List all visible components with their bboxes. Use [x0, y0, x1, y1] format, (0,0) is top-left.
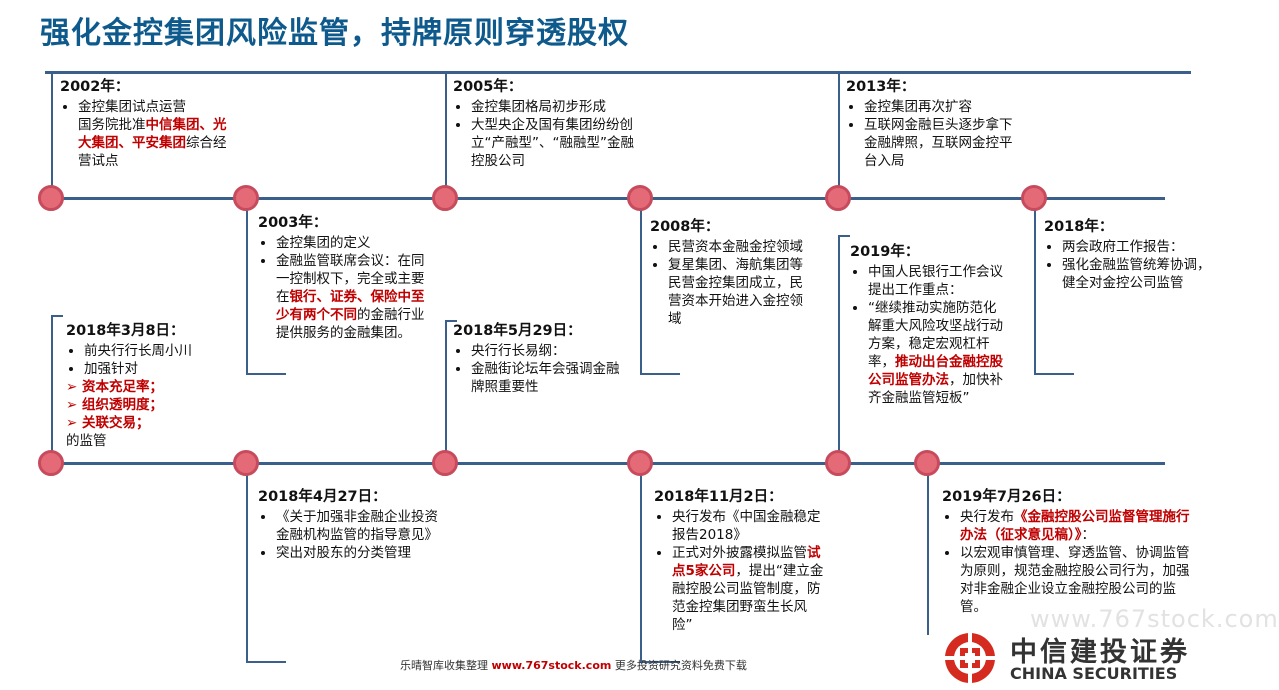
cap [838, 235, 850, 237]
event-bullet: 金控集团格局初步形成 [471, 98, 635, 116]
cap [246, 373, 286, 375]
timeline-dot [233, 450, 259, 476]
connector [927, 465, 929, 635]
connector [1034, 200, 1036, 375]
event-date: 2018年： [1044, 219, 1114, 235]
event-tail: 的监管 [66, 433, 107, 449]
event-bullet: 金控集团再次扩容 [864, 98, 1018, 116]
event-bullet: 金控集团试点运营 [78, 98, 230, 116]
event-bullet: 国务院批准中信集团、光大集团、平安集团综合经营试点 [78, 117, 227, 169]
event-bullet: 互联网金融巨头逐步拿下金融牌照，互联网金控平台入局 [864, 116, 1018, 170]
event-bullet: 央行行长易纲： [471, 342, 623, 360]
timeline-bottom [45, 462, 1165, 465]
footer: 乐晴智库收集整理 www.767stock.com 更多投资研究资料免费下载 [400, 659, 747, 672]
timeline-dot [825, 185, 851, 211]
event-bullet: 金融街论坛年会强调金融牌照重要性 [471, 360, 623, 396]
event-bullet: 金控集团的定义 [276, 234, 430, 252]
event-bullet: 以宏观审慎管理、穿透监管、协调监管为原则，规范金融控股公司行为，加强对非金融企业… [960, 544, 1192, 616]
event-date: 2002年： [60, 79, 130, 95]
page-title: 强化金控集团风险监管，持牌原则穿透股权 [40, 16, 629, 51]
connector [445, 320, 447, 463]
timeline-top [45, 71, 1191, 74]
timeline-dot [627, 450, 653, 476]
event-bullet: 前央行行长周小川 [84, 342, 236, 360]
event-2008: 2008年： 民营资本金融金控领域 复星集团、海航集团等民营金控集团成立，民营资… [650, 218, 810, 328]
citic-logo-icon [940, 630, 1000, 686]
connector [838, 235, 840, 463]
timeline-dot [1021, 185, 1047, 211]
event-bullet: 中国人民银行工作会议提出工作重点： [868, 263, 1008, 299]
timeline-mid [45, 197, 1165, 200]
connector [246, 465, 248, 663]
cap [1034, 373, 1074, 375]
timeline-dot [914, 450, 940, 476]
company-logo: 中信建投证券 CHINA SECURITIES [940, 630, 1240, 686]
connector [51, 71, 53, 199]
event-date: 2008年： [650, 219, 720, 235]
event-bullet: 复星集团、海航集团等民营金控集团成立，民营资本开始进入金控领域 [668, 256, 810, 328]
event-bullet: 正式对外披露模拟监管试点5家公司，提出“建立金融控股公司监管制度，防范金控集团野… [672, 544, 824, 634]
connector [640, 465, 642, 663]
connector [246, 200, 248, 375]
connector [51, 315, 53, 463]
timeline-dot [432, 450, 458, 476]
event-2018-03-08: 2018年3月8日： 前央行行长周小川 加强针对 ➢ 资本充足率； ➢ 组织透明… [66, 322, 236, 450]
event-date: 2018年4月27日： [258, 489, 387, 505]
event-date: 2019年7月26日： [942, 489, 1071, 505]
event-2018: 2018年： 两会政府工作报告： 强化金融监管统筹协调，健全对金控公司监管 [1044, 218, 1214, 292]
event-subpoint: ➢ 资本充足率； [66, 379, 164, 395]
event-subpoint: ➢ 关联交易； [66, 415, 150, 431]
event-bullet: 央行发布《金融控股公司监督管理施行办法（征求意见稿）》： [960, 508, 1192, 544]
event-2003: 2003年： 金控集团的定义 金融监管联席会议：在同一控制权下，完全或主要在银行… [258, 214, 430, 342]
event-2018-11-02: 2018年11月2日： 央行发布《中国金融稳定报告2018》 正式对外披露模拟监… [654, 488, 824, 634]
cap [246, 661, 286, 663]
event-2019-07-26: 2019年7月26日： 央行发布《金融控股公司监督管理施行办法（征求意见稿）》：… [942, 488, 1192, 616]
event-2018-05-29: 2018年5月29日： 央行行长易纲： 金融街论坛年会强调金融牌照重要性 [453, 322, 623, 396]
event-date: 2018年11月2日： [654, 489, 783, 505]
event-date: 2003年： [258, 215, 328, 231]
timeline-dot [38, 185, 64, 211]
connector [445, 71, 447, 199]
event-bullet: 两会政府工作报告： [1062, 238, 1214, 256]
event-subpoint: ➢ 组织透明度； [66, 397, 164, 413]
logo-text-cn: 中信建投证券 [1010, 637, 1190, 668]
cap [51, 315, 63, 317]
event-bullet: 《关于加强非金融企业投资金融机构监管的指导意见》 [276, 508, 443, 544]
event-bullet: 央行发布《中国金融稳定报告2018》 [672, 508, 824, 544]
event-bullet: 大型央企及国有集团纷纷创立“产融型”、“融融型”金融控股公司 [471, 116, 635, 170]
watermark: www.767stock.com [1030, 605, 1279, 633]
event-bullet: 强化金融监管统筹协调，健全对金控公司监管 [1062, 256, 1214, 292]
event-date: 2013年： [846, 79, 916, 95]
event-date: 2018年3月8日： [66, 323, 185, 339]
connector [640, 200, 642, 375]
event-bullet: 民营资本金融金控领域 [668, 238, 810, 256]
timeline-dot [233, 185, 259, 211]
event-bullet: 突出对股东的分类管理 [276, 544, 443, 562]
connector [838, 71, 840, 199]
timeline-dot [627, 185, 653, 211]
cap [640, 661, 680, 663]
event-2019: 2019年： 中国人民银行工作会议提出工作重点： “继续推动实施防范化解重大风险… [850, 243, 1008, 407]
event-2013: 2013年： 金控集团再次扩容 互联网金融巨头逐步拿下金融牌照，互联网金控平台入… [846, 78, 1018, 170]
cap [445, 320, 457, 322]
event-2005: 2005年： 金控集团格局初步形成 大型央企及国有集团纷纷创立“产融型”、“融融… [453, 78, 635, 170]
event-bullet: “继续推动实施防范化解重大风险攻坚战行动方案，稳定宏观杠杆率，推动出台金融控股公… [868, 299, 1008, 407]
event-2018-04-27: 2018年4月27日： 《关于加强非金融企业投资金融机构监管的指导意见》 突出对… [258, 488, 443, 562]
event-bullet: 加强针对 [84, 360, 236, 378]
event-bullet: 金融监管联席会议：在同一控制权下，完全或主要在银行、证券、保险中至少有两个不同的… [276, 252, 430, 342]
event-2002: 2002年： 金控集团试点运营 国务院批准中信集团、光大集团、平安集团综合经营试… [60, 78, 230, 170]
event-date: 2005年： [453, 79, 523, 95]
timeline-dot [38, 450, 64, 476]
cap [640, 373, 680, 375]
event-date: 2018年5月29日： [453, 323, 582, 339]
footer-link[interactable]: www.767stock.com [491, 659, 612, 672]
logo-text-en: CHINA SECURITIES [1010, 664, 1178, 683]
event-date: 2019年： [850, 244, 920, 260]
timeline-dot [432, 185, 458, 211]
timeline-dot [825, 450, 851, 476]
